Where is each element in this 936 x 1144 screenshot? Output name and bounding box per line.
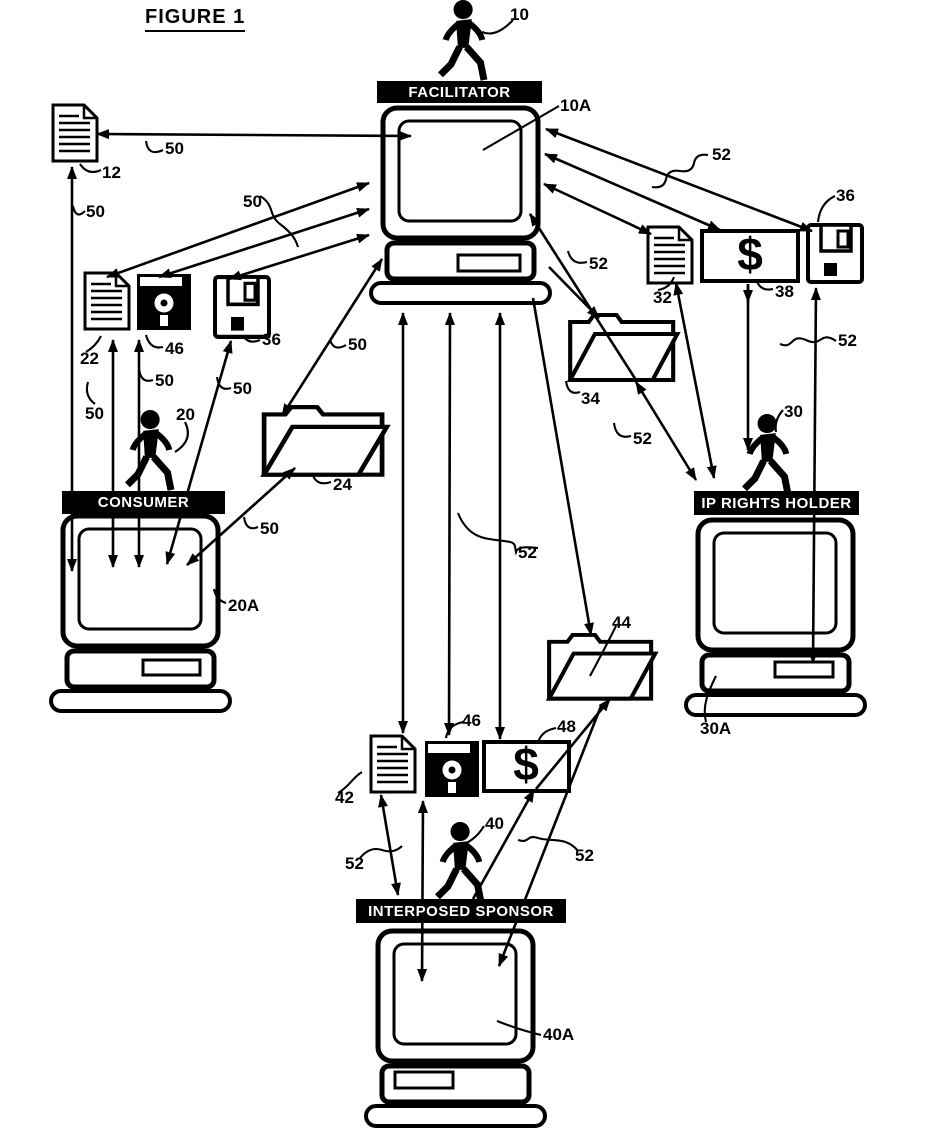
ref-52-floppy36-holder: 52 (838, 331, 857, 350)
ref-20: 20 (176, 405, 195, 424)
ref-52-facilitator-folder34: 52 (589, 254, 608, 273)
person-20-icon (127, 410, 170, 490)
floppy-46-consumer-icon (137, 274, 191, 330)
person-10-icon (440, 0, 484, 80)
ref-52-doc42-sponsor: 52 (345, 854, 364, 873)
money-38-icon: $ (700, 228, 800, 283)
folder-44-icon (549, 635, 655, 699)
interposed-sponsor-computer-icon (366, 931, 545, 1126)
consumer-computer-icon (51, 516, 230, 711)
figure-title: FIGURE 1 (145, 6, 246, 32)
ref-38: 38 (775, 282, 794, 301)
ref-50-doc12-consumer: 50 (86, 202, 105, 221)
folder-24-icon (264, 407, 387, 475)
ref-52-center-lines: 52 (518, 543, 537, 562)
facilitator-computer-icon (371, 108, 550, 303)
ref-52-folder44-sponsor: 52 (575, 846, 594, 865)
ref-36-left: 36 (262, 330, 281, 349)
ref-32: 32 (653, 288, 672, 307)
ref-44: 44 (612, 613, 631, 632)
document-22-icon (83, 271, 131, 331)
ref-48: 48 (557, 717, 576, 736)
ref-50-facilitator-folder24: 50 (348, 335, 367, 354)
ref-36-right: 36 (836, 186, 855, 205)
ref-50-floppy36-screen: 50 (233, 379, 252, 398)
ref-22: 22 (80, 349, 99, 368)
ref-34: 34 (581, 389, 600, 408)
document-42-icon (369, 734, 417, 794)
document-12-icon (51, 103, 99, 163)
ip-rights-holder-computer-icon (686, 520, 865, 715)
ref-12: 12 (102, 163, 121, 182)
folder-34-icon (570, 315, 677, 380)
leader-lines (71, 19, 837, 1037)
ip-rights-holder-label-bar: IP RIGHTS HOLDER (694, 491, 859, 515)
ref-50-folder24-screen: 50 (260, 519, 279, 538)
ref-50-icons-facilitator: 50 (243, 192, 262, 211)
dollar-sign: $ (513, 738, 539, 790)
ref-40: 40 (485, 814, 504, 833)
document-32-icon (646, 225, 694, 285)
floppy-46-sponsor-icon (425, 741, 479, 797)
interposed-sponsor-label-bar: INTERPOSED SPONSOR (356, 899, 566, 923)
consumer-label-bar: CONSUMER (62, 491, 225, 514)
ref-46-consumer: 46 (165, 339, 184, 358)
ref-52-folder34-holder: 52 (633, 429, 652, 448)
ref-50-doc22-screen: 50 (85, 404, 104, 423)
person-30-icon (744, 414, 788, 494)
ref-20A: 20A (228, 596, 260, 615)
floppy-36-right-icon (806, 223, 864, 284)
dollar-sign: $ (737, 228, 763, 280)
ref-10: 10 (510, 5, 529, 24)
ref-46-sponsor: 46 (462, 711, 481, 730)
ref-24: 24 (333, 475, 352, 494)
ref-40A: 40A (543, 1025, 575, 1044)
ref-50-floppy46-screen: 50 (155, 371, 174, 390)
facilitator-label-bar: FACILITATOR (377, 81, 542, 103)
ref-30A: 30A (700, 719, 732, 738)
ref-10A: 10A (560, 96, 592, 115)
ref-50-doc12-facilitator: 50 (165, 139, 184, 158)
ref-52-facilitator-right: 52 (712, 145, 731, 164)
person-40-icon (437, 822, 481, 902)
floppy-36-left-icon (215, 277, 269, 337)
ref-42: 42 (335, 788, 354, 807)
ref-30: 30 (784, 402, 803, 421)
